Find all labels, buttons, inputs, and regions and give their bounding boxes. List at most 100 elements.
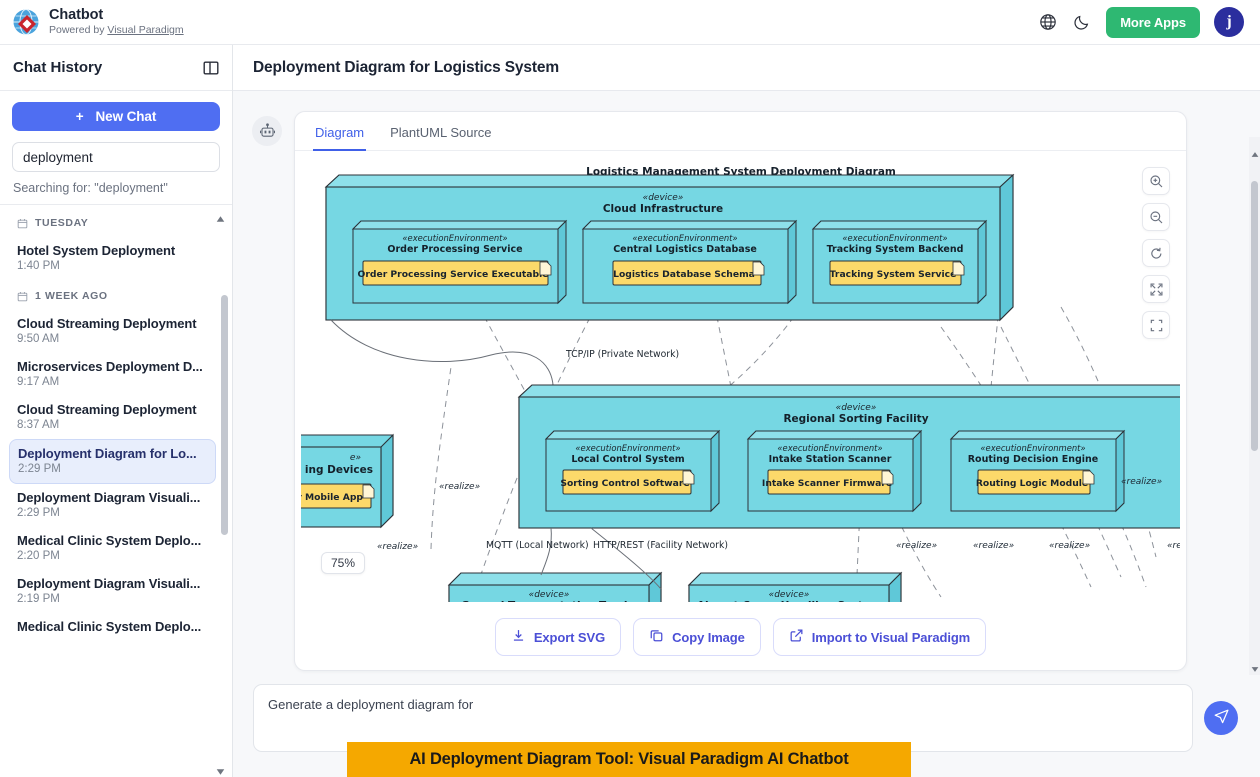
export-svg-button[interactable]: Export SVG: [494, 618, 622, 656]
svg-text:Intake Scanner Firmware: Intake Scanner Firmware: [762, 478, 892, 489]
svg-text:«device»: «device»: [643, 193, 684, 203]
avatar[interactable]: j: [1214, 7, 1244, 37]
new-chat-button[interactable]: + New Chat: [12, 102, 220, 131]
powered-by-prefix: Powered by: [49, 23, 108, 36]
chat-title: Medical Clinic System Deplo...: [17, 619, 202, 634]
list-item[interactable]: Cloud Streaming Deployment 9:50 AM: [17, 310, 220, 353]
scroll-down-arrow-icon[interactable]: [1251, 660, 1259, 672]
svg-text:«executionEnvironment»: «executionEnvironment»: [402, 233, 507, 243]
list-item[interactable]: Deployment Diagram Visuali... 2:19 PM: [17, 570, 220, 613]
chat-time: 2:19 PM: [17, 593, 60, 605]
svg-text:Order Processing Service Execu: Order Processing Service Executable: [358, 269, 549, 280]
fullscreen-button[interactable]: [1142, 311, 1170, 339]
svg-text:Order Processing Service: Order Processing Service: [387, 244, 522, 255]
scrollbar-thumb[interactable]: [221, 295, 228, 535]
list-item[interactable]: Microservices Deployment D... 9:17 AM: [17, 353, 220, 396]
history-group-header: 1 WEEK AGO: [17, 290, 220, 302]
zoom-in-button[interactable]: [1142, 167, 1170, 195]
chat-title: Medical Clinic System Deplo...: [17, 533, 202, 548]
svg-text:«executionEnvironment»: «executionEnvironment»: [777, 443, 882, 453]
search-input[interactable]: [12, 142, 220, 172]
main-scrollbar[interactable]: [1249, 137, 1260, 675]
svg-text:«executionEnvironment»: «executionEnvironment»: [575, 443, 680, 453]
diagram-canvas[interactable]: Logistics Management System Deployment D…: [301, 157, 1180, 602]
chat-title: Cloud Streaming Deployment: [17, 402, 197, 417]
chat-title: Cloud Streaming Deployment: [17, 316, 197, 331]
list-item[interactable]: Hotel System Deployment 1:40 PM: [17, 237, 220, 280]
svg-text:«executionEnvironment»: «executionEnvironment»: [842, 233, 947, 243]
app-header: Chatbot Powered by Visual Paradigm More …: [0, 0, 1260, 45]
chat-time: 2:20 PM: [17, 550, 60, 562]
send-button[interactable]: [1204, 701, 1238, 735]
chat-time: 2:29 PM: [17, 507, 60, 519]
sidebar-title: Chat History: [13, 59, 103, 76]
copy-image-button[interactable]: Copy Image: [633, 618, 761, 656]
list-item[interactable]: Deployment Diagram Visuali... 2:29 PM: [17, 484, 220, 527]
reset-view-button[interactable]: [1142, 239, 1170, 267]
svg-text:ing Devices: ing Devices: [305, 464, 373, 476]
scroll-down-arrow-icon[interactable]: [216, 763, 225, 775]
svg-text:«device»: «device»: [529, 590, 570, 600]
fit-to-screen-button[interactable]: [1142, 275, 1170, 303]
list-item[interactable]: Cloud Streaming Deployment 8:37 AM: [17, 396, 220, 439]
history-group-header: TUESDAY: [17, 217, 220, 229]
panel-collapse-icon[interactable]: [202, 59, 220, 77]
import-to-visual-paradigm-button[interactable]: Import to Visual Paradigm: [772, 618, 987, 656]
svg-text:«device»: «device»: [836, 403, 877, 413]
chat-title: Deployment Diagram for Lo...: [18, 446, 197, 461]
history-group-label: 1 WEEK AGO: [35, 290, 108, 302]
svg-text:Ground Transportation Trucks: Ground Transportation Trucks: [461, 600, 637, 602]
svg-text:Regional Sorting Facility: Regional Sorting Facility: [783, 413, 928, 425]
list-item[interactable]: Medical Clinic System Deplo... 2:20 PM: [17, 527, 220, 570]
svg-text:Routing Decision Engine: Routing Decision Engine: [968, 454, 1099, 465]
svg-text:«executionEnvironment»: «executionEnvironment»: [980, 443, 1085, 453]
svg-text:Central Logistics Database: Central Logistics Database: [613, 244, 757, 255]
diagram-card: Diagram PlantUML Source Logistics: [294, 111, 1187, 671]
chat-title: Deployment Diagram Visuali...: [17, 490, 201, 505]
svg-text:«device»: «device»: [769, 590, 810, 600]
svg-text:MQTT (Local Network): MQTT (Local Network): [486, 540, 589, 551]
svg-text:«rea: «rea: [1167, 541, 1180, 551]
robot-icon: [252, 116, 282, 146]
scroll-up-arrow-icon[interactable]: [1251, 145, 1259, 157]
tab-diagram[interactable]: Diagram: [313, 112, 367, 151]
diagram-viewport[interactable]: Logistics Management System Deployment D…: [301, 157, 1180, 602]
history-group-label: TUESDAY: [35, 217, 89, 229]
chat-time: 9:50 AM: [17, 333, 60, 345]
svg-text:Local Control System: Local Control System: [571, 454, 684, 465]
external-link-icon: [789, 628, 804, 646]
main-header: Deployment Diagram for Logistics System: [233, 45, 1260, 91]
zoom-out-button[interactable]: [1142, 203, 1170, 231]
page-title: Deployment Diagram for Logistics System: [253, 58, 559, 76]
svg-text:«realize»: «realize»: [1121, 477, 1162, 487]
conversation-area: Diagram PlantUML Source Logistics: [233, 91, 1260, 675]
chat-history-list: TUESDAY Hotel System Deployment 1:40 PM …: [0, 204, 232, 777]
svg-text:«executionEnvironment»: «executionEnvironment»: [632, 233, 737, 243]
sidebar: Chat History + New Chat Searching for: "…: [0, 45, 233, 777]
message-input[interactable]: Generate a deployment diagram for: [253, 684, 1193, 752]
svg-text:Logistics Database Schema: Logistics Database Schema: [613, 269, 755, 280]
calendar-icon: [17, 218, 28, 229]
list-item[interactable]: Medical Clinic System Deplo...: [17, 613, 220, 642]
more-apps-button[interactable]: More Apps: [1106, 6, 1200, 38]
chat-time: 2:29 PM: [18, 463, 61, 475]
svg-text:TCP/IP (Private Network): TCP/IP (Private Network): [565, 349, 679, 360]
visual-paradigm-logo-icon: [12, 8, 40, 36]
svg-text:Routing Logic Module: Routing Logic Module: [976, 478, 1088, 489]
list-item-active[interactable]: Deployment Diagram for Lo... 2:29 PM: [9, 439, 216, 484]
scroll-up-arrow-icon[interactable]: [216, 210, 225, 222]
chat-time: 8:37 AM: [17, 419, 60, 431]
globe-icon[interactable]: [1038, 12, 1058, 32]
import-label: Import to Visual Paradigm: [811, 629, 971, 645]
scrollbar-thumb[interactable]: [1251, 181, 1258, 451]
svg-text:Cloud Infrastructure: Cloud Infrastructure: [603, 203, 723, 215]
brand: Chatbot Powered by Visual Paradigm: [12, 8, 184, 36]
svg-text:«realize»: «realize»: [973, 541, 1014, 551]
copy-icon: [649, 628, 664, 646]
visual-paradigm-link[interactable]: Visual Paradigm: [107, 23, 184, 36]
sidebar-scrollbar[interactable]: [216, 210, 228, 775]
moon-icon[interactable]: [1072, 12, 1092, 32]
tab-plantuml-source[interactable]: PlantUML Source: [390, 125, 492, 140]
download-icon: [511, 628, 526, 646]
assistant-message: Diagram PlantUML Source Logistics: [233, 111, 1260, 671]
